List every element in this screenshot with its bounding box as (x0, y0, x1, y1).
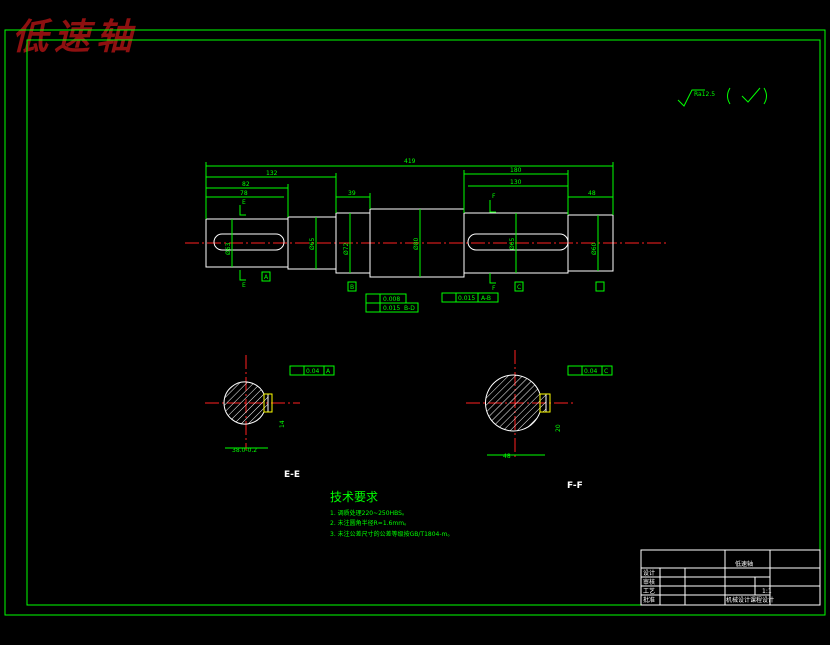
datum-boxes: A B C (261, 271, 605, 292)
section-markers: E E F F (239, 193, 496, 292)
dim-48: 48 (588, 190, 596, 197)
svg-text:B-D: B-D (404, 305, 415, 312)
svg-text:0.015: 0.015 (383, 305, 400, 312)
e-mark-bottom: E (242, 282, 246, 289)
general-roughness: Ra12.5 (677, 87, 767, 107)
dim-overall: 419 (404, 158, 416, 165)
dim-78: 78 (240, 190, 248, 197)
title-block: 低速轴 1:1 机械设计课程设计 设计 审核 工艺 批准 (640, 549, 821, 606)
svg-text:14: 14 (279, 420, 286, 428)
section-f-label: F-F (567, 481, 583, 491)
dim-180: 180 (510, 167, 522, 174)
dim-132: 132 (266, 170, 278, 177)
drawing-title: 低速轴 (12, 16, 139, 58)
svg-text:0.04: 0.04 (584, 368, 598, 375)
sec-e-dim: 38.0-0.2 (232, 447, 257, 454)
tech-line-2: 2. 未注圆角半径R=1.6mm。 (330, 519, 410, 527)
svg-text:设计: 设计 (643, 569, 655, 577)
svg-text:0.008: 0.008 (383, 296, 400, 303)
tech-line-1: 1. 调质处理220~250HBS。 (330, 509, 408, 517)
dim-39: 39 (348, 190, 356, 197)
dim-82: 82 (242, 181, 250, 188)
f-mark-bottom: F (492, 285, 496, 292)
dia-1: Ø63 (225, 242, 232, 255)
tech-line-3: 3. 未注公差尺寸的公差等级按GB/T1804-m。 (330, 530, 453, 538)
dia-3: Ø72 (343, 242, 350, 255)
svg-text:0.04: 0.04 (306, 368, 320, 375)
svg-text:审核: 审核 (643, 578, 655, 586)
tech-heading: 技术要求 (330, 490, 378, 504)
section-e: 38.0-0.2 0.04 A 14 E-E (205, 355, 335, 480)
sec-f-dim: 48 (503, 453, 511, 460)
tb-school: 机械设计课程设计 (726, 596, 774, 604)
svg-text:20: 20 (555, 424, 562, 432)
tb-scale: 1:1 (762, 588, 772, 595)
section-f: 48 0.04 C 20 F-F (466, 350, 613, 491)
dia-6: Ø60 (591, 242, 598, 255)
datum-b: B (350, 284, 354, 291)
datum-a: A (264, 274, 269, 281)
svg-text:工艺: 工艺 (643, 587, 655, 595)
svg-text:批准: 批准 (643, 596, 655, 604)
dia-4: Ø80 (413, 237, 420, 250)
runout-tolerance-1: 0.008 0.015 B-D (365, 293, 419, 313)
svg-text:C: C (604, 368, 608, 375)
shaft-body (205, 208, 614, 278)
technical-requirements: 技术要求 1. 调质处理220~250HBS。 2. 未注圆角半径R=1.6mm… (330, 490, 453, 538)
runout-tolerance-2: 0.015 A-B (441, 292, 499, 303)
section-e-label: E-E (284, 470, 300, 480)
datum-c: C (517, 284, 521, 291)
svg-text:A: A (326, 368, 331, 375)
tb-part-name: 低速轴 (735, 560, 753, 568)
dia-2: Ø65 (309, 237, 316, 250)
dim-130: 130 (510, 179, 522, 186)
svg-text:0.015: 0.015 (458, 295, 475, 302)
f-mark-top: F (492, 193, 496, 200)
svg-text:A-B: A-B (481, 295, 491, 302)
e-mark-top: E (242, 199, 246, 206)
roughness-text: Ra12.5 (694, 91, 715, 98)
outer-frame (4, 29, 826, 616)
diameter-dimensions: Ø63 Ø65 Ø72 Ø80 Ø65 Ø60 (225, 209, 599, 277)
inner-frame (26, 39, 821, 606)
top-dimensions: 419 132 82 78 39 180 130 48 (205, 158, 614, 219)
dia-5: Ø65 (509, 237, 516, 250)
